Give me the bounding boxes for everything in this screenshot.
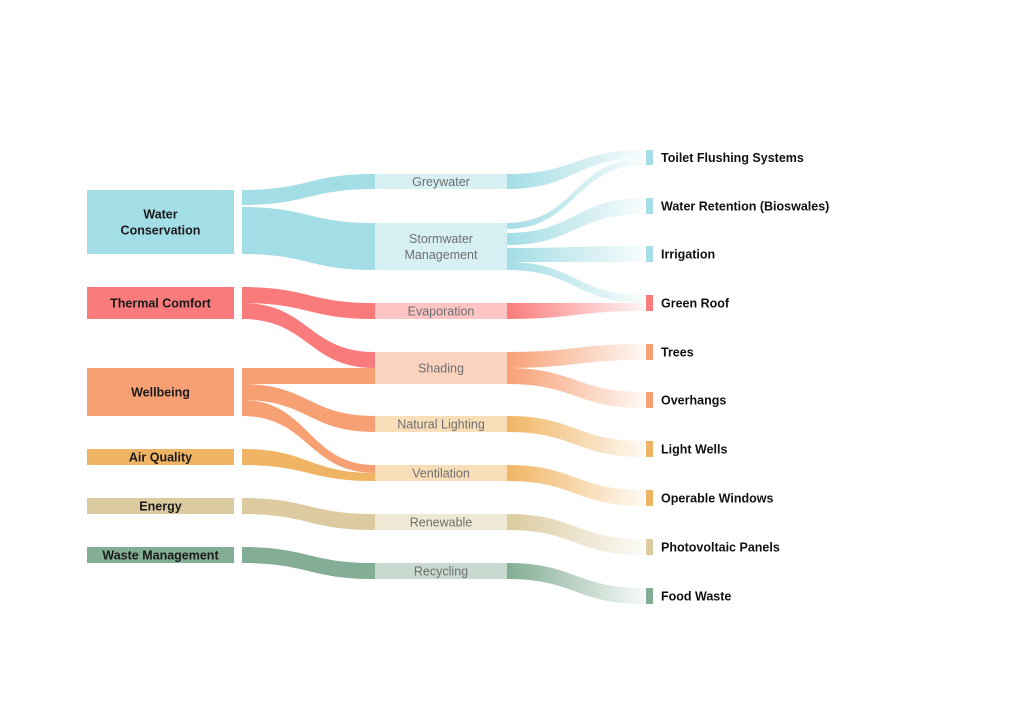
source-label-air: Air Quality xyxy=(129,451,192,465)
link-greywater-to-toilet xyxy=(507,150,644,189)
target-node-green-roof xyxy=(646,295,653,311)
source-label-water: Water xyxy=(143,208,177,222)
link-renewable-to-pv-panels xyxy=(507,514,644,555)
target-node-trees xyxy=(646,344,653,360)
link-ventilation-to-operable-windows xyxy=(507,465,644,506)
source-label-thermal: Thermal Comfort xyxy=(110,297,212,311)
source-label-energy: Energy xyxy=(139,500,181,514)
link-stormwater-to-green-roof xyxy=(507,262,644,303)
middle-node-natural-lighting xyxy=(375,416,507,432)
middle-node-shading xyxy=(375,352,507,384)
source-label-water: Conservation xyxy=(121,224,201,238)
middle-label-stormwater: Management xyxy=(405,248,478,262)
target-node-pv-panels xyxy=(646,539,653,555)
link-wellbeing-to-ventilation xyxy=(242,400,375,473)
link-recycling-to-food-waste xyxy=(507,563,644,604)
link-wellbeing-to-natural-lighting xyxy=(242,384,375,432)
middle-label-natural-lighting: Natural Lighting xyxy=(397,418,485,432)
source-node-wellbeing xyxy=(87,368,234,416)
source-label-waste: Waste Management xyxy=(102,549,219,563)
source-node-waste xyxy=(87,547,234,563)
link-water-to-stormwater xyxy=(242,207,375,270)
middle-label-greywater: Greywater xyxy=(412,175,470,189)
middle-node-evaporation xyxy=(375,303,507,319)
target-node-overhangs xyxy=(646,392,653,408)
link-stormwater-to-retention xyxy=(507,198,644,245)
middle-label-evaporation: Evaporation xyxy=(408,305,475,319)
target-label-food-waste: Food Waste xyxy=(661,590,731,604)
target-label-toilet: Toilet Flushing Systems xyxy=(661,151,804,165)
middle-label-recycling: Recycling xyxy=(414,565,468,579)
source-node-thermal xyxy=(87,287,234,319)
target-label-retention: Water Retention (Bioswales) xyxy=(661,200,829,214)
middle-node-renewable xyxy=(375,514,507,530)
flow-links xyxy=(242,150,644,604)
target-label-trees: Trees xyxy=(661,346,694,360)
link-natural-lighting-to-light-wells xyxy=(507,416,644,457)
link-stormwater-to-irrigation xyxy=(507,246,644,262)
flow-nodes xyxy=(87,150,653,604)
target-node-operable-windows xyxy=(646,490,653,506)
link-air-to-ventilation xyxy=(242,449,375,481)
link-water-to-greywater xyxy=(242,174,375,205)
link-thermal-to-evaporation xyxy=(242,287,375,319)
middle-label-stormwater: Stormwater xyxy=(409,232,473,246)
target-node-retention xyxy=(646,198,653,214)
link-thermal-to-shading xyxy=(242,303,375,368)
target-node-toilet xyxy=(646,150,653,165)
link-stormwater-to-toilet xyxy=(507,158,644,229)
source-label-wellbeing: Wellbeing xyxy=(131,386,190,400)
link-shading-to-trees xyxy=(507,344,644,368)
middle-node-greywater xyxy=(375,174,507,189)
link-waste-to-recycling xyxy=(242,547,375,579)
middle-label-ventilation: Ventilation xyxy=(412,467,470,481)
target-label-operable-windows: Operable Windows xyxy=(661,492,773,506)
target-label-green-roof: Green Roof xyxy=(661,297,730,311)
target-label-pv-panels: Photovoltaic Panels xyxy=(661,541,780,555)
link-wellbeing-to-shading xyxy=(242,368,375,384)
target-label-overhangs: Overhangs xyxy=(661,394,726,408)
middle-node-stormwater xyxy=(375,223,507,270)
middle-label-renewable: Renewable xyxy=(410,516,473,530)
target-label-irrigation: Irrigation xyxy=(661,248,715,262)
source-node-water xyxy=(87,190,234,254)
middle-node-recycling xyxy=(375,563,507,579)
target-node-food-waste xyxy=(646,588,653,604)
middle-node-ventilation xyxy=(375,465,507,481)
link-shading-to-overhangs xyxy=(507,368,644,408)
source-node-air xyxy=(87,449,234,465)
middle-label-shading: Shading xyxy=(418,362,464,376)
target-node-light-wells xyxy=(646,441,653,457)
target-node-irrigation xyxy=(646,246,653,262)
target-label-light-wells: Light Wells xyxy=(661,443,727,457)
link-energy-to-renewable xyxy=(242,498,375,530)
link-evaporation-to-green-roof xyxy=(507,303,644,319)
source-node-energy xyxy=(87,498,234,514)
